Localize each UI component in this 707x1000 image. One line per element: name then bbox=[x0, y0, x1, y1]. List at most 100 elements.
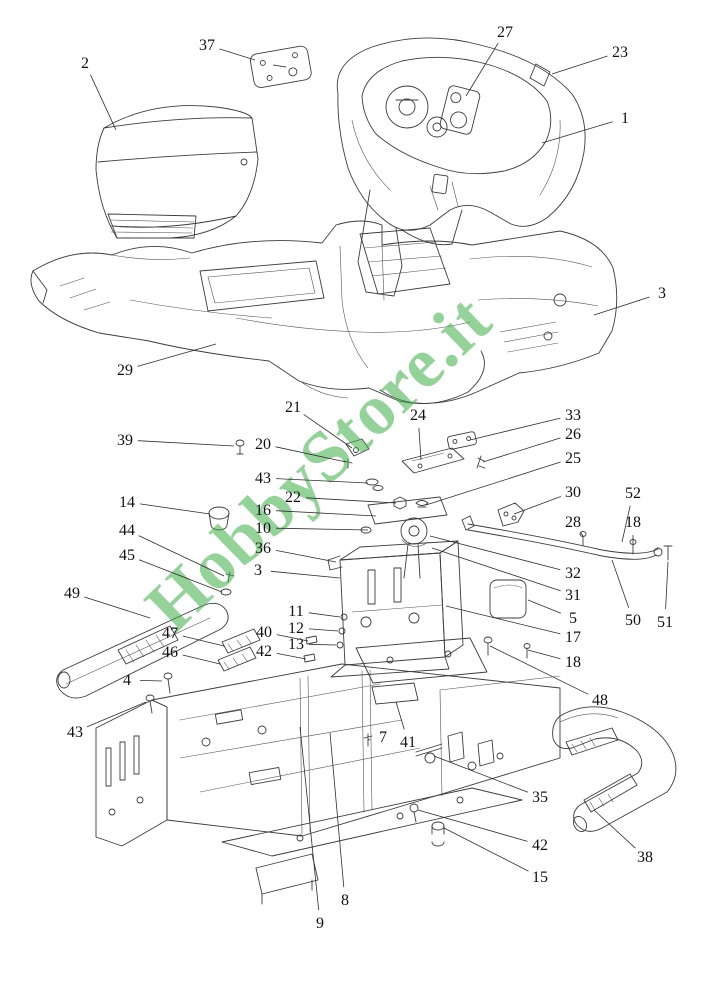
callout-label-20-12: 20 bbox=[255, 436, 271, 453]
callout-leader-9-52 bbox=[299, 726, 320, 911]
callout-label-39-7: 39 bbox=[117, 432, 133, 449]
callout-leader-5-30 bbox=[527, 599, 562, 614]
callout-leader-43-13 bbox=[275, 478, 369, 484]
callout-label-41-46: 41 bbox=[400, 734, 416, 751]
callout-leader-26-11 bbox=[482, 437, 561, 463]
callout-label-8-51: 8 bbox=[341, 892, 349, 909]
callout-label-18-21: 18 bbox=[625, 514, 641, 531]
callout-label-47-36: 47 bbox=[162, 625, 178, 642]
callout-leader-43-44 bbox=[86, 701, 147, 728]
callout-leader-3-5 bbox=[593, 296, 650, 316]
callout-label-48-43: 48 bbox=[592, 692, 608, 709]
callout-leader-1-4 bbox=[541, 121, 613, 144]
callout-label-42-35: 42 bbox=[256, 643, 272, 660]
callout-label-51-41: 51 bbox=[657, 614, 673, 631]
callout-label-32-28: 32 bbox=[565, 565, 581, 582]
callout-label-25-14: 25 bbox=[565, 450, 581, 467]
callout-leader-14-24 bbox=[139, 503, 211, 515]
callout-label-37-0: 37 bbox=[199, 37, 215, 54]
callout-leader-31-29 bbox=[431, 547, 561, 592]
callout-leader-48-43 bbox=[489, 645, 589, 695]
callout-leader-10-19 bbox=[275, 527, 369, 531]
callout-label-50-40: 50 bbox=[625, 612, 641, 629]
callout-label-17-38: 17 bbox=[565, 629, 581, 646]
callout-leader-49-27 bbox=[84, 596, 151, 619]
callout-label-14-24: 14 bbox=[119, 494, 135, 511]
callout-label-30-16: 30 bbox=[565, 484, 581, 501]
callout-leader-12-32 bbox=[308, 628, 339, 632]
callout-label-3-5: 3 bbox=[658, 285, 666, 302]
callout-label-27-2: 27 bbox=[497, 24, 513, 41]
callout-leader-16-18 bbox=[275, 510, 377, 517]
callout-label-52-17: 52 bbox=[625, 485, 641, 502]
callout-label-22-15: 22 bbox=[285, 489, 301, 506]
callout-leader-27-2 bbox=[465, 42, 499, 97]
callout-leader-37-0 bbox=[219, 48, 256, 61]
callout-leader-35-47 bbox=[433, 755, 529, 793]
callout-label-40-34: 40 bbox=[256, 624, 272, 641]
callout-leader-13-33 bbox=[308, 643, 337, 646]
callout-label-5-30: 5 bbox=[569, 610, 577, 627]
callout-label-9-52: 9 bbox=[316, 915, 324, 932]
callout-label-16-18: 16 bbox=[255, 502, 271, 519]
callout-label-31-29: 31 bbox=[565, 587, 581, 604]
callout-leader-46-37 bbox=[182, 654, 221, 665]
callout-leader-17-38 bbox=[445, 605, 561, 635]
callout-leader-24-9 bbox=[418, 427, 422, 461]
part-left-handle bbox=[56, 506, 261, 714]
callout-label-23-3: 23 bbox=[612, 44, 628, 61]
callout-label-36-22: 36 bbox=[255, 540, 271, 557]
callout-leader-21-8 bbox=[303, 414, 353, 449]
callout-leader-40-34 bbox=[276, 634, 309, 642]
callout-leader-39-7 bbox=[137, 440, 235, 447]
callout-leader-44-25 bbox=[138, 535, 225, 577]
callout-leader-41-46 bbox=[395, 701, 405, 730]
callout-leader-25-14 bbox=[425, 461, 561, 506]
callout-label-49-27: 49 bbox=[64, 585, 80, 602]
callout-label-13-33: 13 bbox=[288, 636, 304, 653]
callout-leader-47-36 bbox=[182, 635, 225, 647]
callout-leader-28-20 bbox=[580, 532, 584, 537]
callout-leader-23-3 bbox=[551, 55, 608, 75]
callout-leader-22-15 bbox=[305, 497, 397, 504]
callout-label-18-39: 18 bbox=[565, 654, 581, 671]
callout-leader-36-22 bbox=[275, 550, 337, 563]
callout-label-42-48: 42 bbox=[532, 837, 548, 854]
part-dash-assembly bbox=[336, 37, 586, 297]
callout-leader-33-10 bbox=[469, 417, 561, 441]
callout-label-2-1: 2 bbox=[81, 55, 89, 72]
part-fender-body bbox=[30, 220, 618, 404]
callout-label-35-47: 35 bbox=[532, 789, 548, 806]
callout-label-11-31: 11 bbox=[288, 603, 303, 620]
part-hood bbox=[95, 105, 259, 239]
callout-label-3-23: 3 bbox=[254, 562, 262, 579]
callout-label-1-4: 1 bbox=[621, 110, 629, 127]
callout-label-38-49: 38 bbox=[637, 849, 653, 866]
callout-leader-32-28 bbox=[429, 535, 561, 571]
callout-label-46-37: 46 bbox=[162, 644, 178, 661]
callout-leader-8-51 bbox=[329, 732, 345, 888]
callout-label-26-11: 26 bbox=[565, 426, 581, 443]
callout-leader-30-16 bbox=[513, 496, 561, 515]
callout-label-4-42: 4 bbox=[123, 672, 131, 689]
part-battery-frame bbox=[303, 540, 531, 847]
callout-leader-42-35 bbox=[276, 653, 307, 660]
callout-label-43-44: 43 bbox=[67, 724, 83, 741]
part-right-handle bbox=[552, 706, 677, 832]
callout-leader-2-1 bbox=[90, 74, 117, 131]
callout-leader-4-42 bbox=[139, 680, 163, 682]
callout-leader-18-39 bbox=[527, 649, 561, 660]
callout-label-21-8: 21 bbox=[285, 399, 301, 416]
callout-label-7-45: 7 bbox=[379, 729, 387, 746]
callout-label-12-32: 12 bbox=[288, 620, 304, 637]
callout-label-29-6: 29 bbox=[117, 362, 133, 379]
callout-label-33-10: 33 bbox=[565, 407, 581, 424]
callout-label-24-9: 24 bbox=[410, 407, 426, 424]
diagram-art bbox=[30, 37, 677, 905]
callout-label-28-20: 28 bbox=[565, 514, 581, 531]
callout-label-43-13: 43 bbox=[255, 470, 271, 487]
callout-leader-51-41 bbox=[665, 561, 669, 610]
callout-leader-7-45 bbox=[367, 739, 371, 741]
